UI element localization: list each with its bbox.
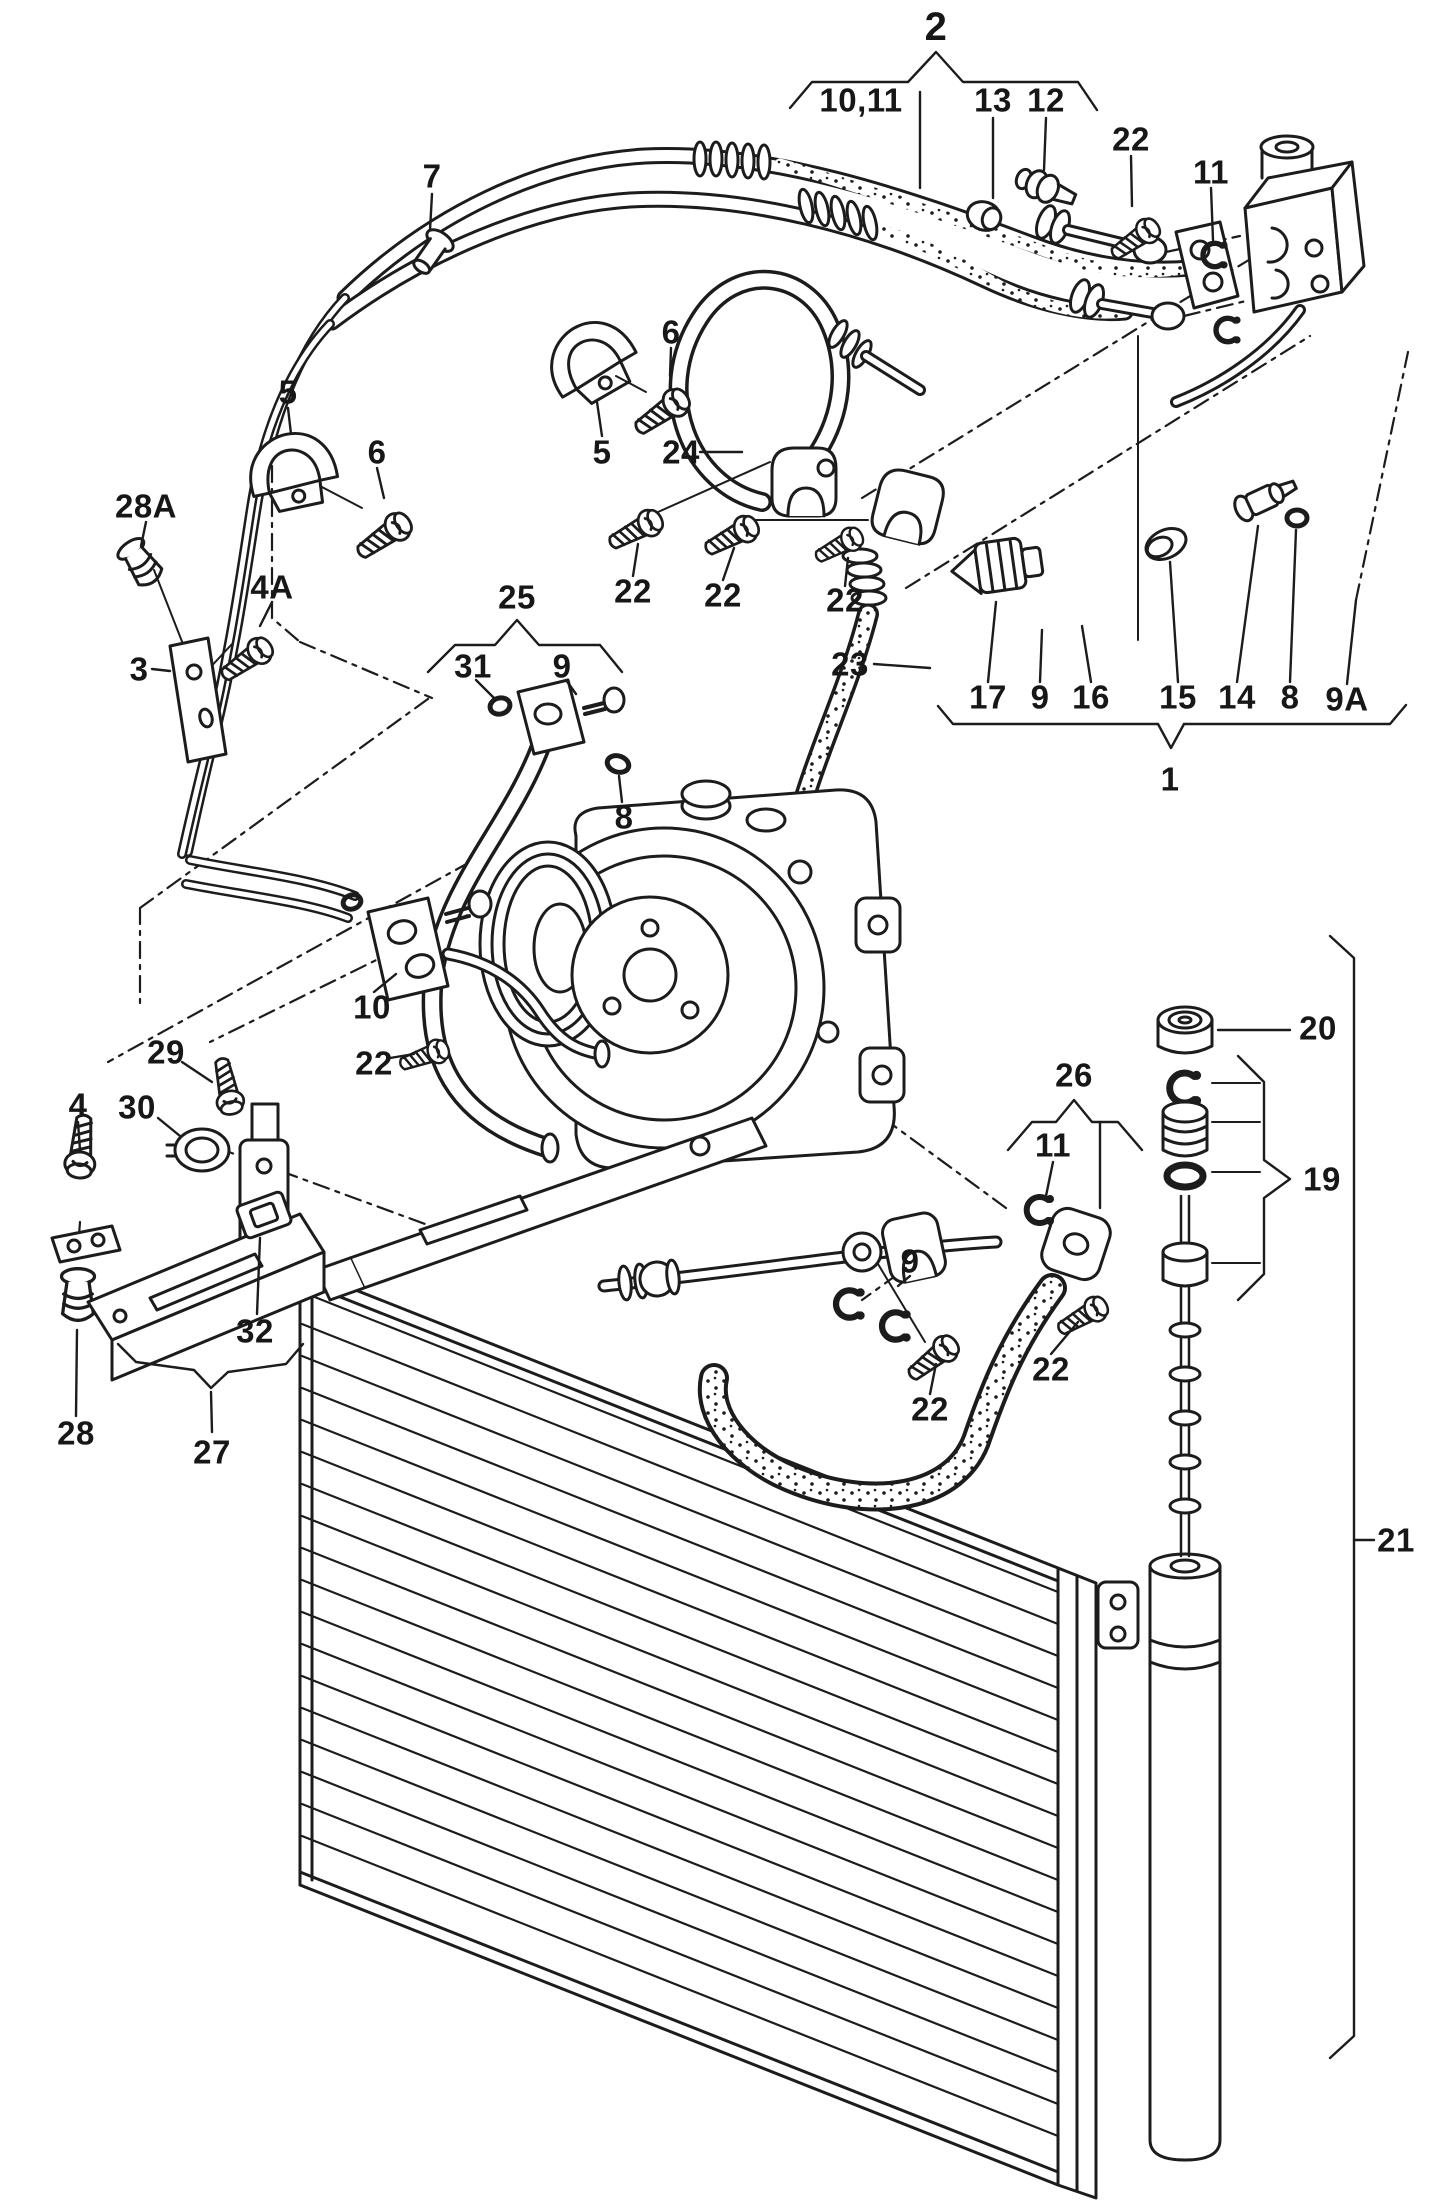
bolt-10 bbox=[444, 889, 493, 924]
rivet-7 bbox=[412, 228, 455, 275]
circlip-11-top-b bbox=[1216, 318, 1239, 342]
elbow-fitting-26 bbox=[697, 1206, 1112, 1512]
screw-29 bbox=[206, 1054, 248, 1119]
l-bracket-27 bbox=[86, 1212, 326, 1382]
bracket-3 bbox=[168, 636, 228, 764]
callout-leaders bbox=[74, 50, 1408, 2060]
seal-ring-8-valve bbox=[1284, 507, 1310, 529]
condenser-fins bbox=[300, 1290, 1060, 2138]
pressure-switch-17 bbox=[950, 536, 1045, 595]
cage-nut-32 bbox=[235, 1190, 293, 1240]
screw-4 bbox=[62, 1112, 101, 1181]
valve-core-14 bbox=[1233, 479, 1298, 523]
drier-parts-column bbox=[1156, 1005, 1214, 1558]
valve-cap-15 bbox=[1144, 527, 1188, 561]
hose-coupling-ribs bbox=[692, 140, 879, 242]
compressor bbox=[478, 779, 906, 1170]
clamp-block-b bbox=[870, 468, 945, 546]
hose-eye-fitting bbox=[487, 678, 626, 756]
o-ring-19 bbox=[1163, 1161, 1207, 1191]
circlip-11-mid bbox=[1027, 1197, 1053, 1224]
drier-cap bbox=[1156, 1005, 1214, 1055]
seal-ring-31 bbox=[487, 695, 513, 717]
drier-flange bbox=[1161, 1241, 1209, 1288]
clamp-block-a bbox=[770, 446, 838, 518]
washer-plate-4 bbox=[50, 1224, 122, 1264]
screw-6-left bbox=[349, 506, 419, 567]
pipe-under-compressor bbox=[597, 1211, 1003, 1302]
hose-pair-top bbox=[323, 140, 1199, 331]
z-pipe-to-compressor bbox=[441, 947, 611, 1069]
expansion-valve bbox=[1170, 134, 1366, 408]
grommet-30 bbox=[165, 1127, 231, 1173]
seal-ring-8 bbox=[604, 753, 632, 775]
clip-28 bbox=[59, 1267, 97, 1323]
loop-hose-24 bbox=[668, 269, 926, 512]
seal-ring-9-b bbox=[882, 1312, 909, 1340]
charge-valve-12 bbox=[1014, 167, 1078, 206]
line-fitting-10 bbox=[340, 889, 493, 1078]
circlip-19a bbox=[1170, 1072, 1200, 1103]
screw-22-a bbox=[602, 503, 669, 558]
cap-nut-13 bbox=[965, 200, 1003, 232]
pipes-left bbox=[177, 293, 360, 923]
pipe-clamp-5-upper bbox=[533, 305, 649, 417]
bolt-9 bbox=[582, 686, 626, 716]
drier-plug bbox=[1161, 1100, 1209, 1158]
receiver-drier-tube bbox=[1148, 1552, 1222, 2162]
condenser-mount-tab-right bbox=[1096, 1580, 1140, 1650]
seal-ring-9-a bbox=[836, 1290, 863, 1318]
